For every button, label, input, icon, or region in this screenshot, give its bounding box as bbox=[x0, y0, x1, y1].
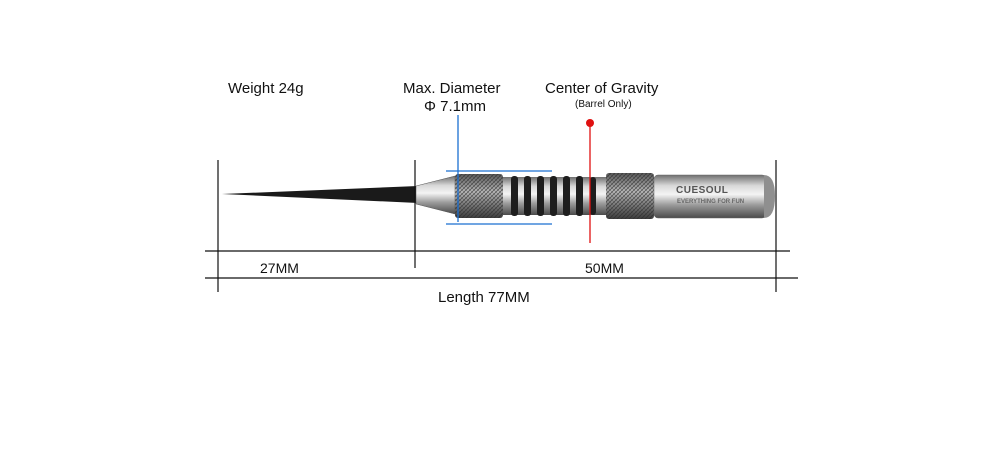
barrel-rear bbox=[653, 174, 767, 219]
point-length-label: 27MM bbox=[260, 260, 299, 276]
center-of-gravity-marker bbox=[586, 119, 594, 243]
max-diameter-label: Max. Diameter bbox=[403, 80, 501, 97]
center-of-gravity-note: (Barrel Only) bbox=[575, 99, 632, 110]
weight-label: Weight 24g bbox=[228, 80, 304, 97]
center-of-gravity-label: Center of Gravity bbox=[545, 80, 659, 97]
barrel-length-label: 50MM bbox=[585, 260, 624, 276]
barrel-nose bbox=[415, 175, 456, 215]
max-diameter-marker bbox=[446, 115, 552, 225]
ring-grooves bbox=[503, 176, 606, 216]
dart-point bbox=[222, 186, 418, 203]
barrel-engraving-brand: CUESOUL bbox=[676, 185, 728, 196]
diameter-value: Φ 7.1mm bbox=[424, 98, 486, 115]
total-length-label: Length 77MM bbox=[438, 289, 530, 306]
dimension-lines bbox=[205, 160, 798, 292]
barrel-engraving-slogan: EVERYTHING FOR FUN bbox=[677, 199, 744, 205]
